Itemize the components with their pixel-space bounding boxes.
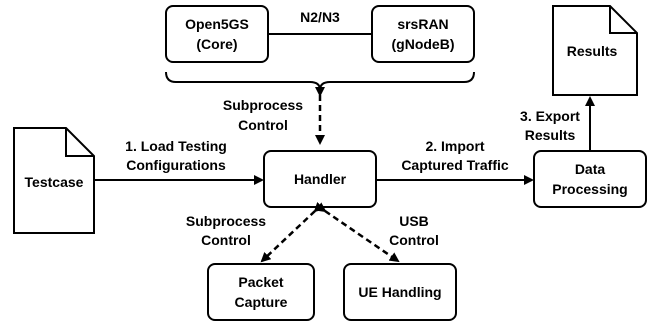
data-processing-box: Data Processing [533, 150, 647, 208]
srsran-label: srsRAN [397, 16, 448, 32]
subprocess-bottom-label-line1: Subprocess [186, 213, 266, 229]
grouping-brace [165, 71, 475, 91]
data-label: Data [575, 161, 606, 177]
subprocess-top-label-line1: Subprocess [223, 97, 303, 113]
capture-label: Capture [235, 294, 288, 310]
ue-handling-label: UE Handling [358, 284, 441, 300]
gnodeb-label: (gNodeB) [392, 36, 455, 52]
usb-label-line1: USB [399, 213, 429, 229]
load-label-line1: 1. Load Testing [125, 138, 227, 154]
export-label-line2: Results [525, 127, 576, 143]
handler-box: Handler [263, 150, 377, 208]
core-label: (Core) [196, 36, 237, 52]
export-label-line1: 3. Export [520, 108, 580, 124]
load-label-line2: Configurations [126, 157, 226, 173]
n2n3-label: N2/N3 [300, 9, 340, 25]
open5gs-label: Open5GS [185, 16, 249, 32]
subprocess-control-bottom-arrow [260, 201, 325, 263]
import-label-line2: Captured Traffic [401, 157, 509, 173]
subprocess-top-label-line2: Control [238, 117, 288, 133]
usb-label-line2: Control [389, 232, 439, 248]
results-document: Results [552, 5, 638, 96]
packet-capture-box: Packet Capture [207, 263, 315, 321]
packet-label: Packet [238, 274, 283, 290]
processing-label: Processing [552, 181, 627, 197]
testcase-label: Testcase [25, 174, 84, 190]
import-label-line1: 2. Import [425, 138, 484, 154]
results-label: Results [567, 43, 618, 59]
srsran-gnodeb-box: srsRAN (gNodeB) [371, 5, 475, 63]
usb-control-arrow [315, 202, 400, 263]
subprocess-bottom-label-line2: Control [201, 232, 251, 248]
testcase-document: Testcase [13, 127, 95, 234]
handler-label: Handler [294, 171, 347, 187]
ue-handling-box: UE Handling [343, 263, 457, 321]
open5gs-core-box: Open5GS (Core) [165, 5, 269, 63]
